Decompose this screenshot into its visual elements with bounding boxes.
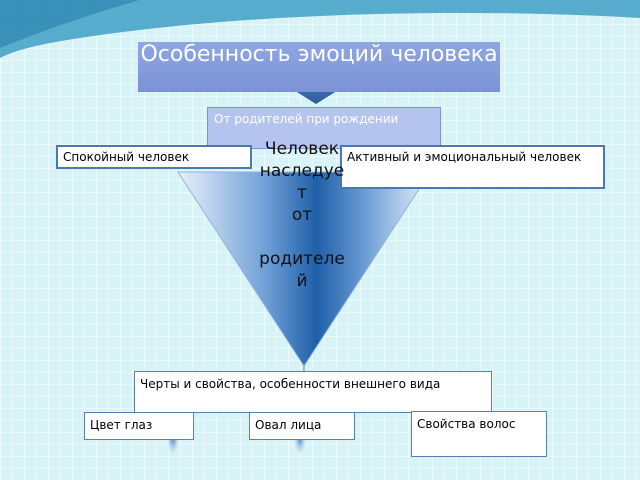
right-box-text: Активный и эмоциональный человек [347,150,582,164]
triangle-line: Человек [264,139,340,159]
eye-color-text: Цвет глаз [90,418,153,432]
face-oval-text: Овал лица [255,418,322,432]
face-oval-box: Овал лица [249,412,355,440]
triangle-line: т [297,183,307,203]
hair-properties-text: Свойства волос [417,417,516,431]
triangle-line [232,226,372,248]
triangle-line: родителе [259,249,345,269]
features-box-text: Черты и свойства, особенности внешнего в… [140,377,441,391]
triangle-text: Человек наследуе т от родителе й [232,138,372,292]
top-box-from-parents: От родителей при рождении [207,107,441,149]
eye-color-box: Цвет глаз [84,412,194,440]
decorative-wave [0,0,640,58]
triangle-line: наследуе [259,161,345,181]
right-box-active-person: Активный и эмоциональный человек [340,145,605,189]
left-box-calm-person: Спокойный человек [56,145,252,169]
features-box: Черты и свойства, особенности внешнего в… [134,371,492,413]
triangle-line: й [296,271,308,291]
top-box-text: От родителей при рождении [214,112,399,126]
triangle-line: от [291,205,313,225]
left-box-text: Спокойный человек [63,150,190,164]
hair-properties-box: Свойства волос [411,411,547,457]
title-box: Особенность эмоций человека [138,42,500,92]
title-text: Особенность эмоций человека [140,42,498,67]
